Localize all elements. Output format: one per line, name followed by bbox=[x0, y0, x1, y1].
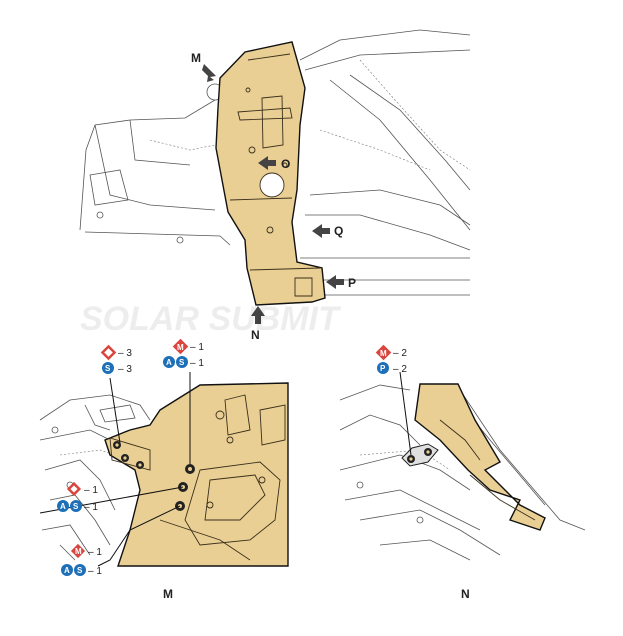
callout-m-bottom-left: M – 1 A S – 1 bbox=[61, 543, 102, 577]
label-q: Q bbox=[334, 224, 343, 238]
callout-m-top-right: M – 1 A S – 1 bbox=[163, 338, 204, 369]
diamond-inner bbox=[70, 485, 78, 493]
detail-n-caption: N bbox=[461, 587, 470, 601]
detail-n-wireframe bbox=[339, 384, 586, 561]
arrow-o bbox=[258, 156, 276, 170]
circle-symbol bbox=[176, 356, 188, 368]
callout-value: – 1 bbox=[190, 358, 204, 369]
label-o: O bbox=[281, 157, 290, 171]
symbol-label: S bbox=[105, 364, 111, 373]
label-m: M bbox=[191, 51, 201, 65]
callout-m-middle-left: – 1 A S – 1 bbox=[57, 481, 98, 513]
detail-n-panel bbox=[414, 383, 546, 531]
body-wireframe bbox=[79, 29, 471, 296]
symbol-label: M bbox=[177, 343, 184, 352]
callout-value: – 3 bbox=[118, 364, 132, 375]
circle-symbol bbox=[74, 564, 86, 576]
callout-value: – 3 bbox=[118, 348, 132, 359]
leader-line-n bbox=[399, 371, 412, 456]
arrow-q bbox=[312, 224, 330, 238]
label-n: N bbox=[251, 328, 260, 342]
detail-m: M – 1 A S – 1 – 3 S – 3 – 1 A S – 1 bbox=[39, 338, 289, 601]
callout-value: – 1 bbox=[88, 566, 102, 577]
diamond-symbol bbox=[172, 338, 189, 355]
circle-symbol bbox=[377, 362, 389, 374]
callout-m-top-left: – 3 S – 3 bbox=[100, 344, 132, 375]
callout-value: – 1 bbox=[84, 485, 98, 496]
symbol-label: S bbox=[77, 566, 83, 575]
arrow-n bbox=[251, 306, 265, 324]
symbol-label: P bbox=[380, 364, 386, 373]
diamond-inner bbox=[104, 348, 113, 357]
symbol-label: A bbox=[60, 502, 66, 511]
symbol-label: A bbox=[64, 566, 70, 575]
arrow-m bbox=[202, 64, 216, 82]
callout-n: M – 2 P – 2 bbox=[375, 344, 407, 375]
symbol-label: S bbox=[179, 358, 185, 367]
circle-symbol bbox=[61, 564, 73, 576]
callout-value: – 1 bbox=[88, 547, 102, 558]
detail-m-caption: M bbox=[163, 587, 173, 601]
label-p: P bbox=[348, 276, 356, 290]
callout-value: – 2 bbox=[393, 348, 407, 359]
bracket bbox=[401, 443, 439, 467]
detail-m-details bbox=[109, 394, 286, 561]
callout-value: – 1 bbox=[190, 342, 204, 353]
symbol-label: A bbox=[166, 358, 172, 367]
symbol-label: M bbox=[380, 349, 387, 358]
detail-n-details bbox=[439, 419, 536, 521]
symbol-label: M bbox=[75, 547, 82, 556]
watermark: SOLAR SUBMIT bbox=[80, 300, 342, 338]
callout-value: – 2 bbox=[393, 364, 407, 375]
circle-symbol bbox=[102, 362, 114, 374]
circle-symbol bbox=[57, 500, 69, 512]
detail-m-wireframe bbox=[39, 394, 151, 561]
callout-value: – 1 bbox=[84, 502, 98, 513]
top-view: M O Q P N SOLAR SUBMIT bbox=[79, 29, 471, 342]
diamond-symbol bbox=[70, 543, 86, 559]
symbol-label: S bbox=[73, 502, 79, 511]
pillar-details bbox=[229, 53, 321, 297]
circle-symbol bbox=[163, 356, 175, 368]
circle-symbol bbox=[70, 500, 82, 512]
detail-n: M – 2 P – 2 N bbox=[339, 344, 586, 601]
arrow-p bbox=[326, 275, 344, 289]
